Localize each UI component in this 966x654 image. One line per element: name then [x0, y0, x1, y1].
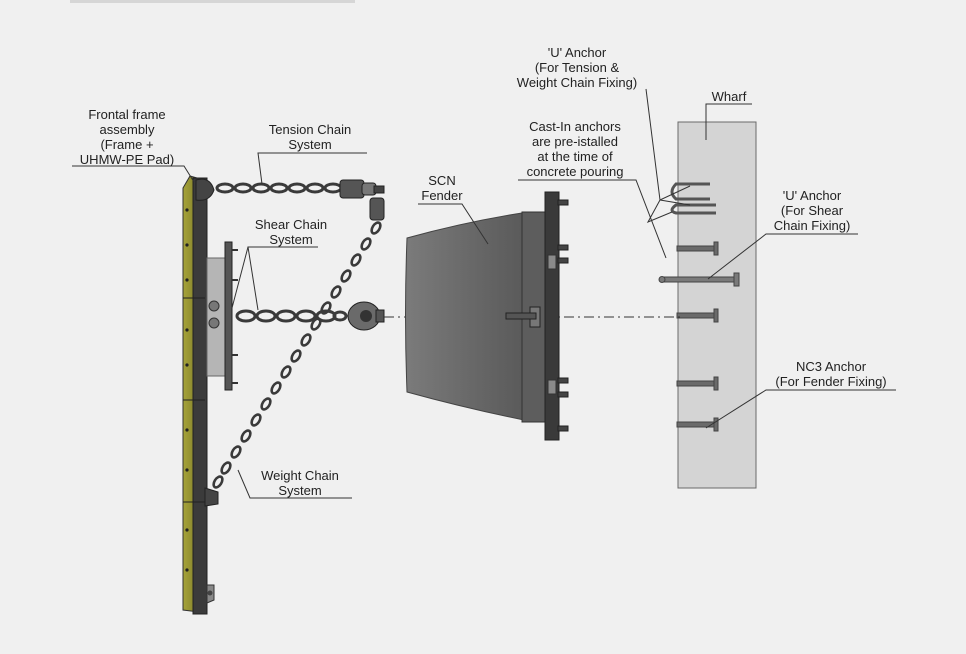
label-frontal-frame: Frontal frame assembly (Frame + UHMW-PE … — [79, 107, 175, 167]
label-u-anchor-tension: 'U' Anchor (For Tension & Weight Chain F… — [516, 45, 638, 90]
tension-turnbuckle — [339, 179, 385, 221]
u-anchor-shear — [658, 272, 740, 287]
shear-bracket — [206, 241, 238, 391]
label-nc3-anchor: NC3 Anchor (For Fender Fixing) — [775, 359, 887, 389]
label-shear-chain: Shear Chain System — [254, 217, 328, 247]
label-tension-chain: Tension Chain System — [268, 122, 352, 152]
label-weight-chain: Weight Chain System — [261, 468, 339, 498]
wharf — [677, 121, 757, 489]
tension-chain — [215, 182, 343, 194]
label-u-anchor-shear: 'U' Anchor (For Shear Chain Fixing) — [773, 188, 851, 233]
label-cast-in-anchors: Cast-In anchors are pre-istalled at the … — [526, 119, 624, 179]
weight-chain — [212, 221, 382, 489]
leader-lines — [72, 88, 896, 499]
frontal-frame — [182, 175, 219, 615]
top-divider — [70, 0, 355, 3]
shear-shackle — [347, 301, 385, 331]
scn-fender — [405, 191, 569, 441]
shear-chain — [235, 309, 348, 323]
u-anchor-upper — [670, 182, 716, 215]
label-wharf: Wharf — [711, 89, 747, 104]
nc3-anchors — [676, 241, 719, 432]
label-scn-fender: SCN Fender — [421, 173, 463, 203]
